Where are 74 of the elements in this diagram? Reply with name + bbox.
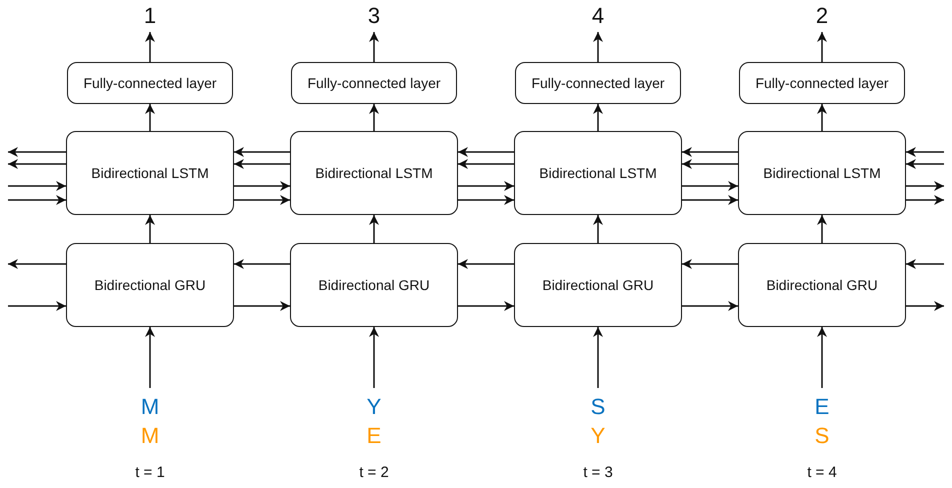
output-label: 3 [354, 0, 394, 32]
arrow [906, 147, 944, 157]
arrow [234, 147, 290, 157]
input-letter: E [814, 394, 830, 420]
arrow [369, 327, 379, 388]
arrow [906, 159, 944, 169]
arrow [458, 181, 514, 191]
input-letter: M [140, 394, 160, 420]
arrow [593, 104, 603, 131]
arrow [8, 181, 66, 191]
layer-box: Fully-connected layer [67, 62, 233, 104]
arrow [369, 104, 379, 131]
time-step-label: t = 2 [358, 464, 390, 481]
time-step-label: t = 3 [582, 464, 614, 481]
arrow [234, 301, 290, 311]
layer-box: Bidirectional LSTM [514, 131, 682, 215]
arrow [817, 327, 827, 388]
input-letter: M [140, 423, 160, 449]
input-letter: E [366, 423, 382, 449]
arrow [145, 32, 155, 62]
arrow [8, 259, 66, 269]
arrow [682, 195, 738, 205]
layer-box: Fully-connected layer [515, 62, 681, 104]
arrow [682, 301, 738, 311]
arrow [234, 259, 290, 269]
input-letter: Y [590, 423, 606, 449]
arrow [906, 181, 944, 191]
arrow [234, 159, 290, 169]
arrow [906, 301, 944, 311]
arrow [682, 159, 738, 169]
arrow [145, 215, 155, 243]
arrow [234, 195, 290, 205]
arrow [458, 159, 514, 169]
arrow [8, 195, 66, 205]
arrow [817, 215, 827, 243]
layer-box: Bidirectional LSTM [738, 131, 906, 215]
layer-box: Bidirectional GRU [66, 243, 234, 327]
arrow [458, 301, 514, 311]
arrow [593, 32, 603, 62]
output-label: 4 [578, 0, 618, 32]
arrow [906, 195, 944, 205]
arrow [369, 215, 379, 243]
arrow [817, 104, 827, 131]
arrow [458, 147, 514, 157]
arrow [8, 301, 66, 311]
input-letter: Y [366, 394, 382, 420]
arrow [593, 215, 603, 243]
arrow [682, 181, 738, 191]
arrow [458, 259, 514, 269]
input-letter: S [590, 394, 606, 420]
arrow [145, 104, 155, 131]
arrow [682, 147, 738, 157]
arrow [817, 32, 827, 62]
output-label: 1 [130, 0, 170, 32]
layer-box: Bidirectional GRU [514, 243, 682, 327]
layer-box: Bidirectional LSTM [290, 131, 458, 215]
arrow [369, 32, 379, 62]
layer-box: Fully-connected layer [291, 62, 457, 104]
arrow [458, 195, 514, 205]
arrow [682, 259, 738, 269]
arrow [593, 327, 603, 388]
arrow [145, 327, 155, 388]
arrow [906, 259, 944, 269]
layer-box: Bidirectional GRU [290, 243, 458, 327]
arrow [8, 159, 66, 169]
input-letter: S [814, 423, 830, 449]
layer-box: Bidirectional GRU [738, 243, 906, 327]
arrow [8, 147, 66, 157]
output-label: 2 [802, 0, 842, 32]
layer-box: Bidirectional LSTM [66, 131, 234, 215]
layer-box: Fully-connected layer [739, 62, 905, 104]
time-step-label: t = 4 [806, 464, 838, 481]
time-step-label: t = 1 [134, 464, 166, 481]
arrow [234, 181, 290, 191]
